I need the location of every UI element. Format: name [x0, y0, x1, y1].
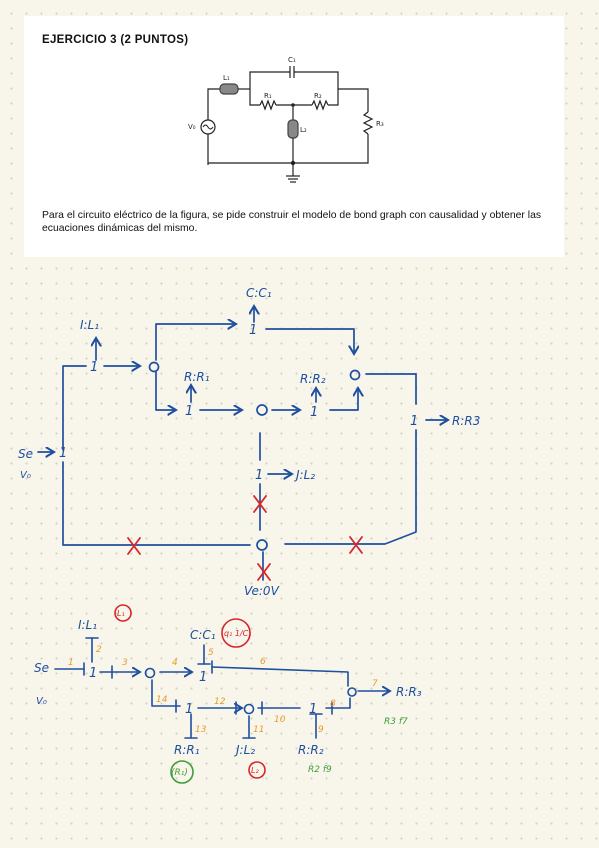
sketch2-r-r1: R:R₁	[174, 743, 200, 757]
equation-circle-r1	[170, 760, 194, 784]
sketch2-c-c1: C:C₁	[190, 628, 216, 642]
bond-number: 3	[122, 658, 128, 668]
circuit-diagram: L₁ C₁ R₁ R₂ L₂ R₃ V₀	[188, 56, 384, 183]
state-circle-l1	[114, 604, 132, 622]
sketch2-se: Se	[34, 661, 49, 675]
junction-1-l2: 1	[255, 468, 263, 483]
eq-r3: R3 f7	[384, 717, 408, 727]
exercise-statement: Para el circuito eléctrico de la figura,…	[42, 210, 542, 234]
bond-number: 4	[172, 658, 178, 668]
bond-number: 13	[195, 725, 207, 735]
exercise-card: EJERCICIO 3 (2 PUNTOS)	[24, 16, 564, 257]
bond-number: 8	[330, 699, 336, 709]
state-l2: L₂	[251, 766, 259, 775]
sketch1-i-l2: J:L₂	[294, 468, 315, 482]
sketch1-c-c1: C:C₁	[246, 286, 272, 300]
resistor-r1-symbol	[259, 99, 277, 111]
sketch1-v0: V₀	[20, 470, 31, 481]
s2-junction-1d: 1	[309, 702, 317, 717]
junction-1-r1: 1	[185, 404, 193, 419]
resistor-r2-symbol	[311, 99, 329, 111]
sketch1-i-l1: I:L₁	[80, 318, 99, 332]
label-r2: R₂	[314, 92, 322, 100]
state-circle-c1	[221, 618, 251, 648]
bond-number: 12	[214, 697, 226, 707]
sketch1-r-r2: R:R₂	[300, 372, 326, 386]
bond-number: 1	[68, 658, 74, 668]
s2-junction-1a: 1	[89, 666, 97, 681]
label-l1: L₁	[223, 74, 230, 82]
sketch2-r-r2: R:R₂	[298, 743, 324, 757]
bond-number: 14	[156, 695, 168, 705]
eq-r1: (R₁)	[171, 768, 188, 778]
junction-1-r3: 1	[410, 414, 418, 429]
s2-junction-1b: 1	[199, 670, 207, 685]
bond-number: 5	[208, 648, 214, 658]
sketch1-se: Se	[18, 447, 33, 461]
bond-number: 6	[260, 657, 266, 667]
junction-1-r2: 1	[310, 405, 318, 420]
bond-number: 11	[253, 725, 264, 735]
label-v0: V₀	[188, 123, 196, 131]
eq-r2: R2 f9	[308, 765, 332, 775]
sketch2-v0: V₀	[36, 696, 47, 707]
sketch1-r-r3: R:R3	[452, 414, 480, 428]
state-c1: q₁ 1/C₁	[224, 629, 251, 638]
label-r1: R₁	[264, 92, 272, 100]
sketch2-i-l1: I:L₁	[78, 618, 97, 632]
bond-number: 9	[318, 725, 324, 735]
junction-1-l1: 1	[90, 360, 98, 375]
label-r3: R₃	[376, 120, 384, 128]
sketch1-ve-0v: Ve:0V	[244, 584, 280, 598]
sketch2-r-r3: R:R₃	[396, 685, 422, 699]
label-c1: C₁	[288, 56, 296, 64]
sketch1-r-r1: R:R₁	[184, 370, 210, 384]
resistor-r3-symbol	[362, 111, 374, 135]
state-l1: L₁	[117, 609, 125, 618]
state-circle-l2	[248, 761, 266, 779]
s2-junction-1c: 1	[185, 702, 193, 717]
junction-1-se: 1	[59, 446, 67, 461]
bond-numbers: 1 2 3 4 5 6 7 8 9 10 11 12 13 14	[68, 645, 378, 735]
sketch2-i-l2: J:L₂	[234, 743, 255, 757]
exercise-title: EJERCICIO 3 (2 PUNTOS)	[42, 34, 189, 46]
junction-1-c1: 1	[249, 323, 257, 338]
label-l2: L₂	[300, 126, 307, 134]
bond-number: 10	[274, 715, 286, 725]
bond-graph-sketch-1	[37, 306, 448, 581]
bond-number: 2	[96, 645, 102, 655]
bond-graph-sketch-2	[54, 637, 390, 739]
bond-number: 7	[372, 679, 378, 689]
